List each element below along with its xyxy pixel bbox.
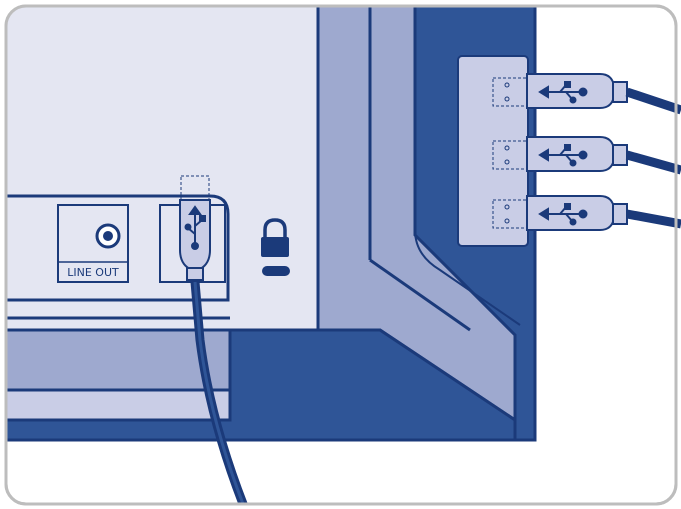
bevel-line-diagonal bbox=[369, 258, 471, 332]
usb-icon bbox=[184, 205, 206, 250]
usb-plug-2 bbox=[492, 136, 681, 175]
lock-icon bbox=[261, 218, 289, 257]
lower-band-2 bbox=[6, 388, 232, 422]
line-out-label: LINE OUT bbox=[67, 266, 119, 279]
usb-plug-1 bbox=[492, 73, 681, 115]
usb-cable-down-highlight bbox=[193, 281, 247, 504]
kensington-lock-slot bbox=[262, 266, 290, 276]
diagram-frame-border bbox=[4, 4, 678, 506]
usb-icon-3 bbox=[538, 203, 588, 226]
shell-inner-edge bbox=[414, 6, 521, 326]
usb-icon-2 bbox=[538, 144, 588, 167]
usb-icon-1 bbox=[538, 81, 588, 104]
usb-plug-collar bbox=[186, 267, 204, 281]
usb-plug-3 bbox=[492, 195, 681, 231]
audio-jack-inner bbox=[103, 231, 113, 241]
